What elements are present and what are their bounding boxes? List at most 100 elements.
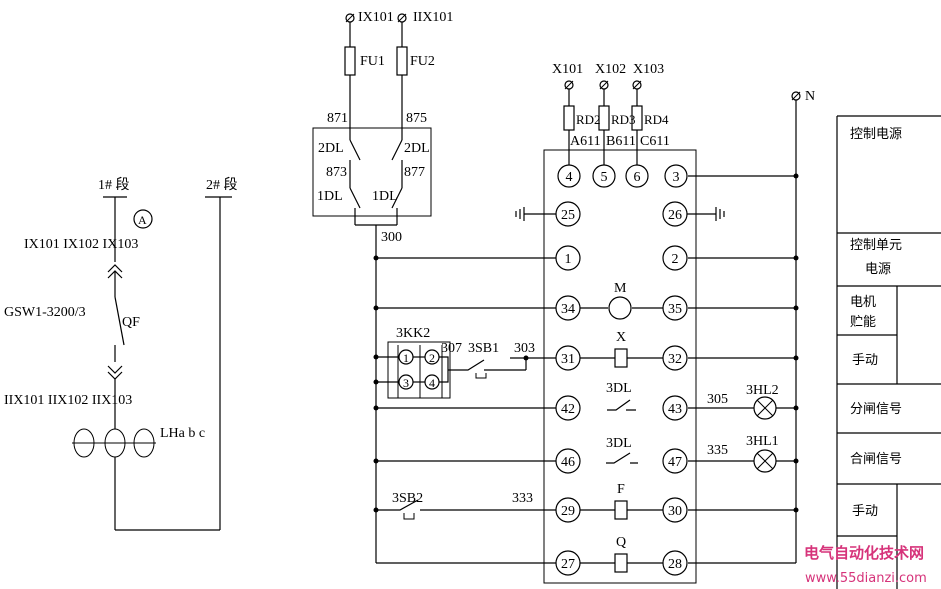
svg-text:35: 35	[668, 302, 682, 317]
terminal-34: 34	[555, 295, 581, 321]
terminal-43: 43	[662, 395, 688, 421]
svg-text:29: 29	[561, 504, 575, 519]
terminal-6: 6	[625, 164, 649, 188]
contact-3dl-a-label: 3DL	[606, 381, 632, 396]
switch-3kk2-label: 3KK2	[396, 326, 430, 341]
terminal-31: 31	[555, 345, 581, 371]
node-b611: B611	[606, 134, 636, 149]
dl2-left-contact-icon	[349, 139, 361, 161]
phase-x102-label: X102	[595, 62, 626, 77]
button-3sb2-icon	[376, 499, 556, 511]
node-871: 871	[327, 111, 348, 126]
terminal-30: 30	[662, 497, 688, 523]
node-300: 300	[381, 230, 402, 245]
button-3sb1-icon	[448, 359, 490, 371]
svg-text:27: 27	[561, 557, 575, 572]
table-energy-storage: 贮能	[850, 315, 876, 330]
svg-text:4: 4	[566, 170, 573, 185]
ground-right-icon	[715, 207, 725, 221]
table-manual-2: 手动	[852, 504, 878, 519]
primary-circuit: 1# 段 2# 段 A IX101 IX102 IX103 GSW1-3200/…	[4, 177, 238, 531]
terminal-5: 5	[592, 164, 616, 188]
svg-text:3: 3	[673, 170, 680, 185]
ammeter-label: A	[138, 213, 147, 227]
button-3sb1-label: 3SB1	[468, 341, 499, 356]
dl1-right-label: 1DL	[372, 189, 398, 204]
coil-f-label: F	[617, 482, 625, 497]
lamp-3hl1-label: 3HL1	[746, 434, 779, 449]
kk-contact-4: 4	[429, 376, 435, 390]
supply-iix101-label: IIX101	[413, 10, 453, 25]
supply-circuit: IX101 IIX101 FU1 FU2 871 875 2DL 2DL 873…	[312, 10, 453, 563]
breaker-model: GSW1-3200/3	[4, 305, 86, 320]
terminal-28: 28	[662, 550, 688, 576]
table-manual-1: 手动	[852, 353, 878, 368]
lamp-3hl2-label: 3HL2	[746, 383, 779, 398]
svg-text:30: 30	[668, 504, 682, 519]
svg-text:42: 42	[561, 402, 575, 417]
svg-text:32: 32	[668, 352, 682, 367]
table-control-power: 控制电源	[850, 127, 902, 142]
terminal-32: 32	[662, 345, 688, 371]
ammeter-icon	[133, 209, 153, 229]
watermark-url: www.55dianzi.com	[805, 571, 927, 586]
contact-3dl-b-label: 3DL	[606, 436, 632, 451]
node-307: 307	[441, 341, 462, 356]
bus-top-labels: IX101 IX102 IX103	[24, 237, 138, 252]
neutral-label: N	[805, 89, 815, 104]
node-873: 873	[326, 165, 347, 180]
fuse-rd4-label: RD4	[644, 112, 669, 127]
dl2-right-label: 2DL	[404, 141, 430, 156]
svg-text:5: 5	[601, 170, 608, 185]
bus-bottom-labels: IIX101 IIX102 IIX103	[4, 393, 132, 408]
watermark: 电气自动化技术网 www.55dianzi.com	[804, 544, 927, 586]
watermark-site-name: 电气自动化技术网	[804, 544, 924, 562]
node-c611: C611	[640, 134, 670, 149]
dl2-right-contact-icon	[391, 139, 403, 161]
svg-text:47: 47	[668, 455, 682, 470]
bus-2-label: 2# 段	[206, 177, 238, 193]
terminal-2: 2	[662, 245, 688, 271]
fuse-fu2-label: FU2	[410, 54, 435, 69]
controller-unit: 4 5 6 3 25 26 1 2 34 35 31 32 42 43 46 4…	[373, 149, 799, 584]
coil-q-icon	[614, 553, 628, 573]
table-open-signal: 分闸信号	[850, 402, 902, 417]
phase-x103-label: X103	[633, 62, 664, 77]
ct-label: LHa b c	[160, 426, 205, 441]
svg-text:34: 34	[561, 302, 575, 317]
fuse-fu1-label: FU1	[360, 54, 385, 69]
kk-contact-1: 1	[403, 351, 409, 365]
motor-icon	[608, 296, 632, 320]
breaker-contact-icon	[114, 296, 125, 346]
dl1-left-contact-icon	[349, 187, 361, 209]
terminal-42: 42	[555, 395, 581, 421]
node-a611: A611	[570, 134, 601, 149]
relay-x-icon	[614, 348, 628, 368]
kk-contact-2: 2	[429, 351, 435, 365]
kk-contact-3: 3	[403, 376, 409, 390]
contact-3dl-b-icon	[606, 452, 638, 464]
terminal-26: 26	[662, 201, 688, 227]
fuse-rd2-icon	[563, 105, 575, 131]
table-power: 电源	[865, 262, 891, 277]
function-table: 控制电源 控制单元 电源 电机 贮能 手动 分闸信号 合闸信号 手动	[836, 115, 941, 589]
bus-1-label: 1# 段	[98, 177, 130, 193]
node-303: 303	[514, 341, 535, 356]
dl1-right-contact-icon	[391, 187, 403, 209]
table-motor: 电机	[850, 295, 876, 310]
table-control-unit: 控制单元	[850, 238, 902, 253]
terminal-46: 46	[555, 448, 581, 474]
terminal-3: 3	[664, 164, 688, 188]
terminal-4: 4	[557, 164, 581, 188]
table-close-signal: 合闸信号	[850, 452, 902, 467]
dl-switch-box	[312, 127, 432, 217]
svg-text:25: 25	[561, 208, 575, 223]
svg-text:2: 2	[672, 252, 679, 267]
relay-x-label: X	[616, 330, 626, 345]
fuse-rd2-label: RD2	[576, 112, 601, 127]
terminal-47: 47	[662, 448, 688, 474]
terminal-35: 35	[662, 295, 688, 321]
button-3sb2-label: 3SB2	[392, 491, 423, 506]
svg-text:26: 26	[668, 208, 682, 223]
controller-box	[543, 149, 697, 584]
